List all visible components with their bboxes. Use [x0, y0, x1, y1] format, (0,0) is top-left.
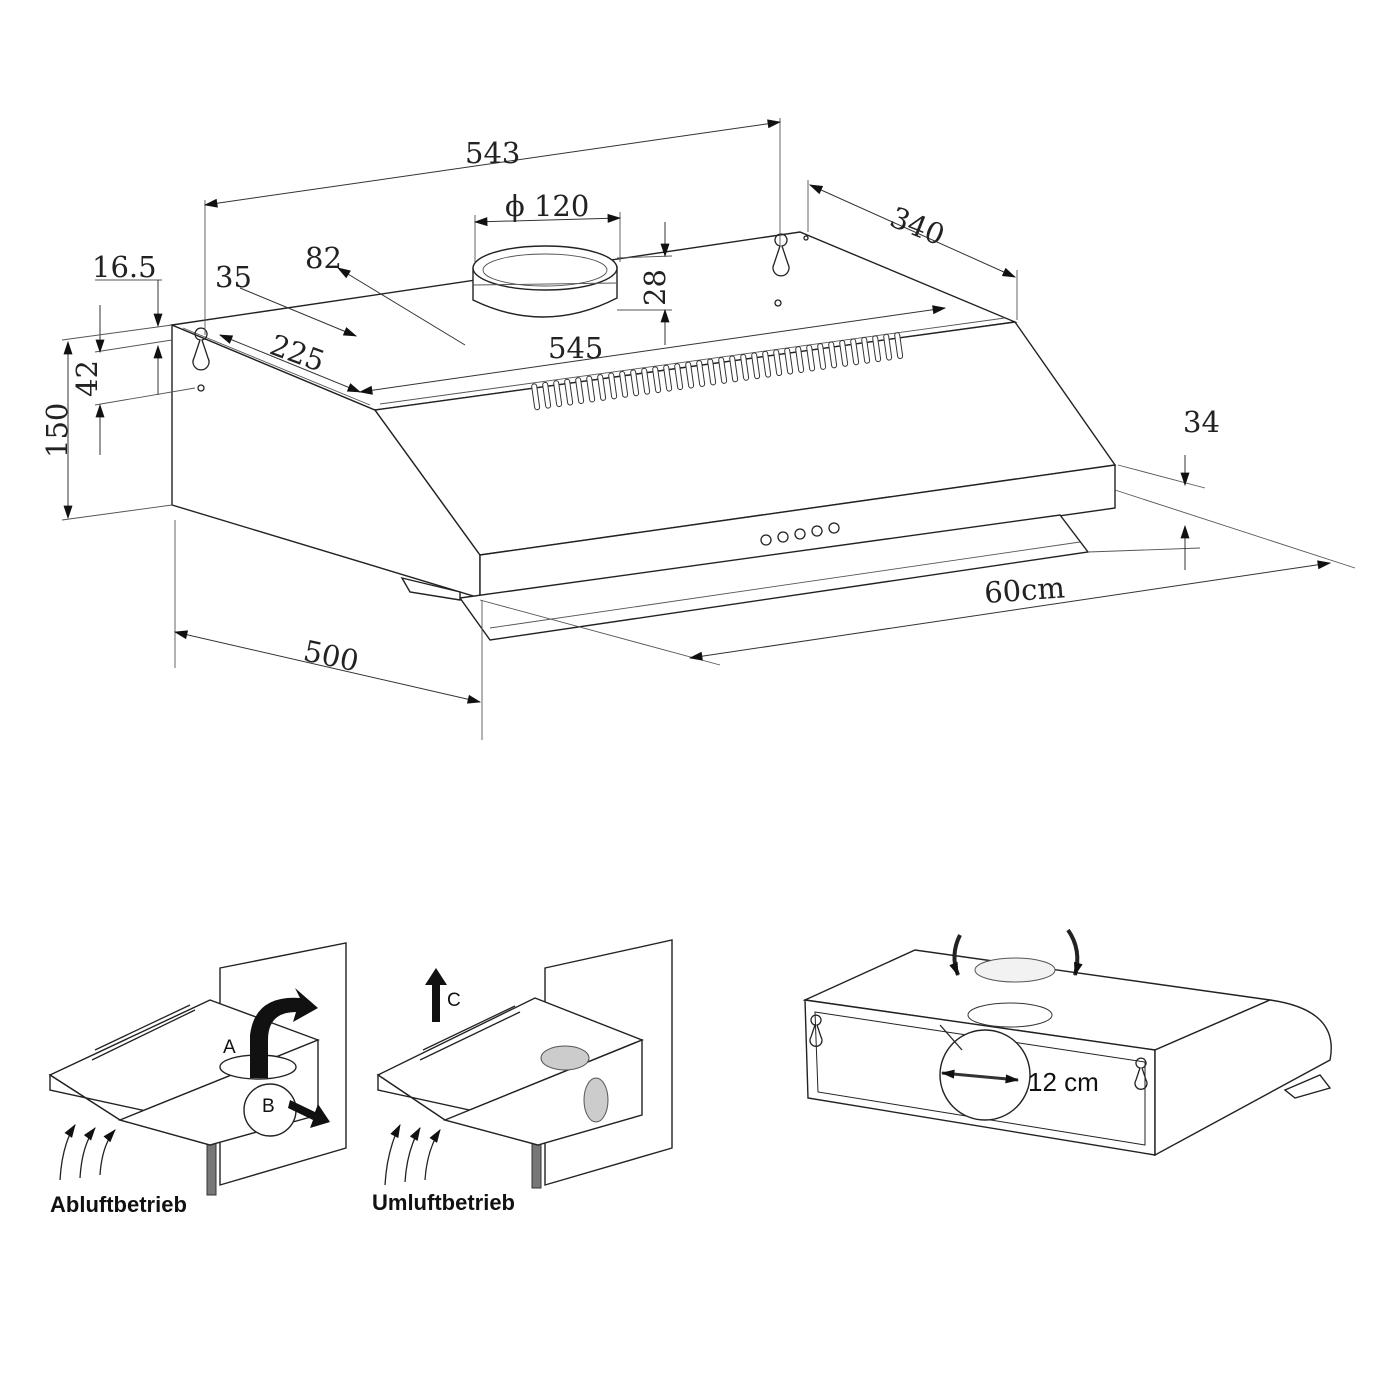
dim-duct-diameter: ϕ 120 [505, 189, 589, 223]
dim-543: 543 [465, 136, 520, 170]
dim-34: 34 [1183, 405, 1220, 439]
dim-82: 82 [305, 241, 342, 275]
dim-150: 150 [40, 403, 74, 458]
knob-4[interactable] [811, 525, 823, 537]
exhaust-mode-label: Abluftbetrieb [50, 1192, 187, 1217]
airflow-arrow-left-icon [949, 934, 962, 977]
keyhole-right-icon [1134, 1057, 1148, 1090]
hood-front-face [479, 464, 1116, 599]
label-c: C [447, 990, 461, 1011]
airflow-arrow-right-icon [1066, 928, 1083, 977]
recirculation-air-intake-arrows-icon [384, 1124, 441, 1186]
arrow-b-outlet-icon [288, 1100, 330, 1128]
arrow-c-up-icon [425, 968, 447, 1022]
keyhole-left-icon [809, 1014, 823, 1047]
air-intake-arrows-icon [59, 1124, 116, 1181]
exhaust-vent-slots [91, 1004, 196, 1061]
dim-16-5: 16.5 [92, 250, 157, 284]
knob-5[interactable] [828, 522, 840, 534]
control-knobs [760, 522, 840, 546]
recirculation-vent-slots [419, 1005, 521, 1061]
dimension-labels: 543 ϕ 120 340 16.5 35 82 28 545 225 42 1… [40, 136, 1220, 678]
exhaust-mode-diagram: A B Abluftbetrieb [48, 942, 347, 1217]
recirculation-mode-diagram: C Umluftbetrieb [372, 939, 673, 1215]
duct-diameter-label: 12 cm [1028, 1067, 1099, 1097]
duct-collar [472, 245, 618, 318]
dim-42: 42 [70, 360, 104, 397]
arrow-a-duct-icon [250, 988, 318, 1078]
dim-545: 545 [548, 331, 603, 365]
dim-28: 28 [638, 269, 672, 306]
label-b: B [262, 1096, 275, 1117]
keyhole-mount-left-icon [192, 327, 210, 371]
recirculation-mode-label: Umluftbetrieb [372, 1190, 515, 1215]
label-a: A [223, 1037, 236, 1058]
dimension-lines [61, 118, 1356, 740]
duct-opening-detail: 12 cm [802, 928, 1332, 1157]
dim-60cm: 60cm [983, 570, 1066, 610]
keyhole-mount-right-icon [772, 233, 790, 277]
dim-500: 500 [301, 634, 362, 679]
knob-1[interactable] [760, 534, 772, 546]
dim-340: 340 [885, 200, 949, 252]
hood-underside-motor [400, 576, 461, 601]
knob-2[interactable] [777, 531, 789, 543]
knob-3[interactable] [794, 528, 806, 540]
dim-35: 35 [215, 260, 252, 294]
